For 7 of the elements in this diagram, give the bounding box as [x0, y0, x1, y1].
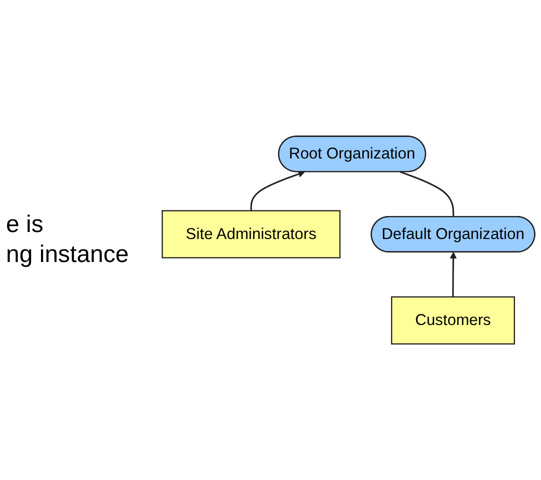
connector — [400, 171, 454, 217]
arrow — [250, 170, 305, 211]
text-fragment: e is — [6, 211, 44, 239]
text-fragment: ng instance — [6, 241, 130, 269]
node-box: Site Administrators — [162, 210, 341, 258]
node-box: Customers — [391, 296, 515, 344]
arrow — [450, 252, 457, 297]
